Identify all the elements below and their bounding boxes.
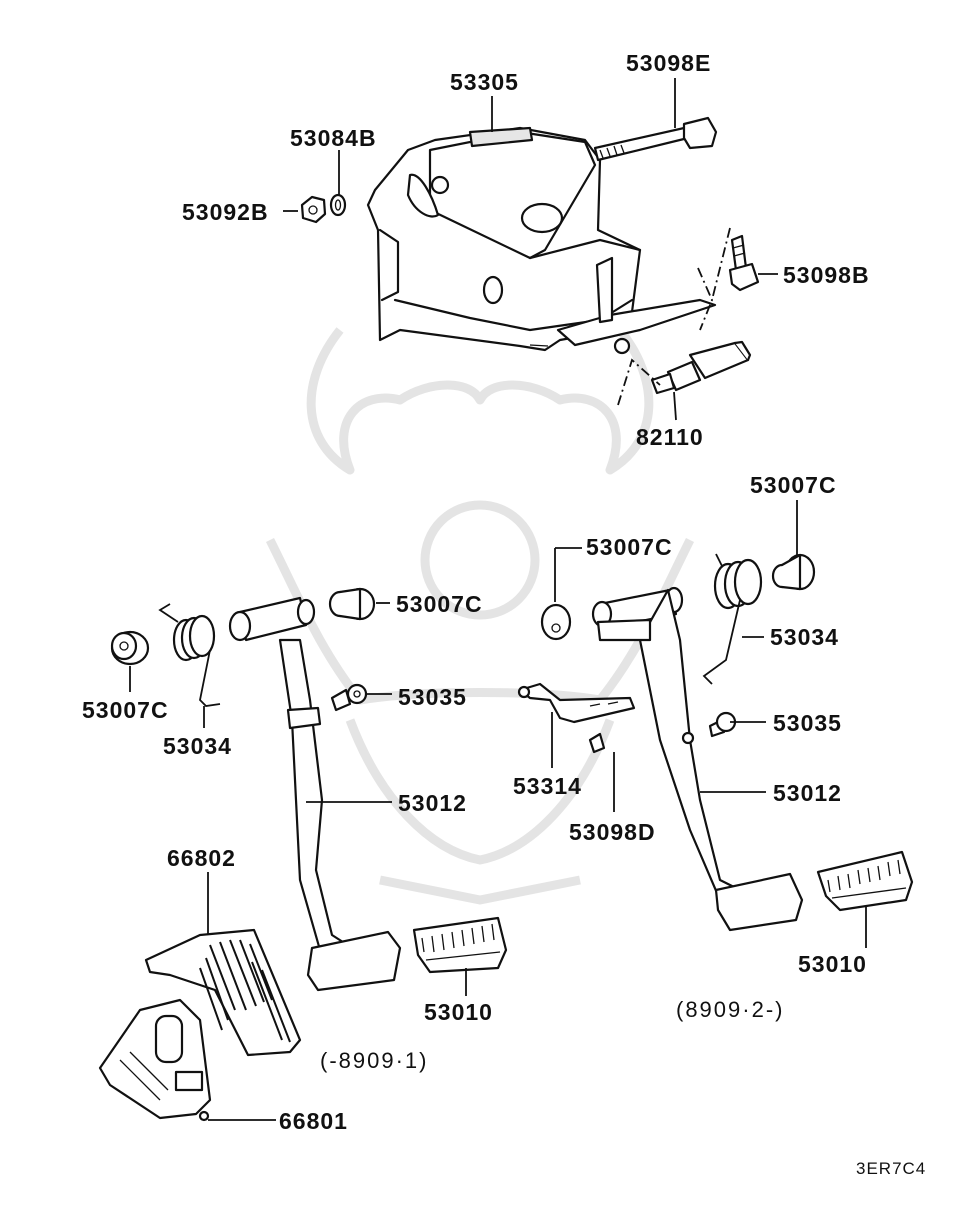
leader-lines — [129, 78, 867, 1121]
bracket-66801 — [98, 998, 212, 1122]
cover-66802 — [144, 928, 302, 1057]
bolt-53035-left — [330, 683, 368, 712]
spring-53034-left — [158, 603, 221, 707]
label-53092B: 53092B — [182, 199, 269, 225]
bolt-53098E — [593, 116, 718, 162]
bracket-53314 — [517, 682, 636, 724]
label-53012-right: 53012 — [773, 780, 842, 806]
bolt-53098D — [588, 732, 606, 754]
range-note-left: (-8909·1) — [320, 1048, 428, 1073]
label-53034-right: 53034 — [770, 624, 839, 650]
label-53098D: 53098D — [569, 819, 656, 845]
label-53007C-right-top: 53007C — [750, 472, 837, 498]
pad-53010-right — [816, 850, 914, 912]
label-66801: 66801 — [279, 1108, 348, 1134]
label-53034-left: 53034 — [163, 733, 232, 759]
label-66802: 66802 — [167, 845, 236, 871]
diagram-code: 3ER7C4 — [856, 1159, 926, 1178]
label-53305: 53305 — [450, 69, 519, 95]
label-53007C-center: 53007C — [586, 534, 673, 560]
bushing-53007C-left-upper — [328, 587, 376, 621]
nut-53092B — [300, 195, 327, 224]
range-note-right: (8909·2-) — [676, 997, 784, 1022]
label-53012-left: 53012 — [398, 790, 467, 816]
pedal-bracket-53305 — [366, 126, 717, 355]
pedal-arm-53012-right — [591, 586, 804, 932]
label-53098E: 53098E — [626, 50, 711, 76]
label-53010-right: 53010 — [798, 951, 867, 977]
label-53035-left: 53035 — [398, 684, 467, 710]
washer-53084B — [329, 193, 347, 217]
label-53007C-left-lower: 53007C — [82, 697, 169, 723]
label-53010-left: 53010 — [424, 999, 493, 1025]
pad-53010-left — [412, 916, 508, 974]
label-82110: 82110 — [636, 424, 704, 450]
label-53098B: 53098B — [783, 262, 870, 288]
pedal-arm-53012-left — [228, 596, 402, 992]
bolt-53098B — [728, 234, 760, 292]
bushing-53007C-left-lower — [110, 630, 150, 666]
bolt-53035-right — [708, 711, 737, 738]
part-labels: 53305 53098E 53084B 53092B 53098B 82110 … — [82, 50, 926, 1178]
label-53314: 53314 — [513, 773, 582, 799]
stop-switch-82110 — [650, 340, 752, 395]
label-53084B: 53084B — [290, 125, 377, 151]
label-53007C-left-upper: 53007C — [396, 591, 483, 617]
bushing-53007C-center — [540, 603, 572, 641]
spring-53034-right — [702, 553, 763, 685]
install-lines — [617, 227, 731, 406]
bushing-53007C-right-top — [771, 553, 816, 591]
label-53035-right: 53035 — [773, 710, 842, 736]
